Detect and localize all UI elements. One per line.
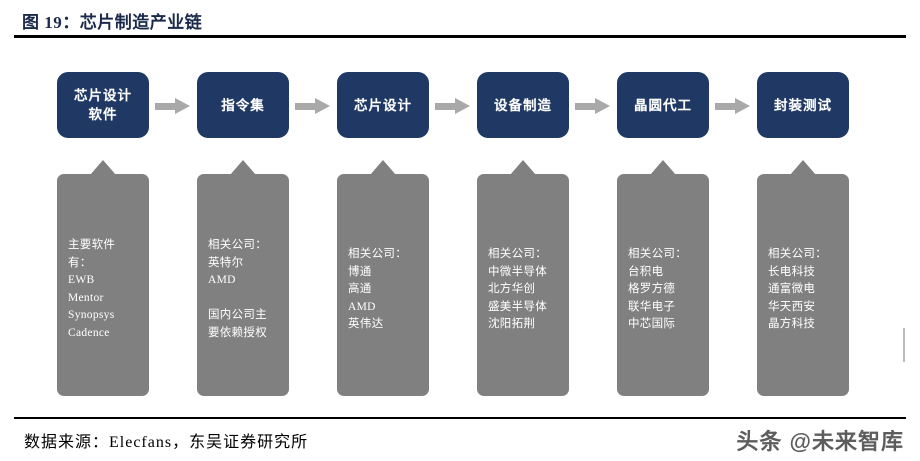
stage-box-4[interactable]: 设备制造 bbox=[477, 72, 569, 138]
panel-notch-icon-1 bbox=[90, 160, 116, 175]
detail-panel-2: 相关公司： 英特尔 AMD 国内公司主 要依赖授权 bbox=[197, 160, 289, 396]
right-arrow-icon-2 bbox=[295, 98, 331, 114]
stage-label-3: 芯片设计 bbox=[354, 97, 412, 113]
stage-label-6: 封装测试 bbox=[774, 97, 832, 113]
detail-text-2: 相关公司： 英特尔 AMD 国内公司主 要依赖授权 bbox=[208, 239, 267, 339]
stage-box-3[interactable]: 芯片设计 bbox=[337, 72, 429, 138]
detail-panel-4: 相关公司： 中微半导体 北方华创 盛美半导体 沈阳拓荆 bbox=[477, 160, 569, 396]
stage-box-6[interactable]: 封装测试 bbox=[757, 72, 849, 138]
right-arrow-icon-1 bbox=[155, 98, 191, 114]
stage-label-4: 设备制造 bbox=[494, 97, 552, 113]
panel-notch-icon-5 bbox=[650, 160, 676, 175]
stage-label-5: 晶圆代工 bbox=[634, 97, 692, 113]
detail-text-4: 相关公司： 中微半导体 北方华创 盛美半导体 沈阳拓荆 bbox=[488, 248, 547, 330]
panel-notch-icon-6 bbox=[790, 160, 816, 175]
stage-box-5[interactable]: 晶圆代工 bbox=[617, 72, 709, 138]
panel-notch-icon-2 bbox=[230, 160, 256, 175]
detail-text-5: 相关公司： 台积电 格罗方德 联华电子 中芯国际 bbox=[628, 248, 687, 330]
source-note: 数据来源：Elecfans，东吴证券研究所 bbox=[24, 434, 309, 451]
process-flow-row: 芯片设计 软件 指令集 芯片设计 设备制造 晶圆代工 封装测 bbox=[0, 72, 920, 138]
detail-text-6: 相关公司： 长电科技 通富微电 华天西安 晶方科技 bbox=[768, 248, 827, 330]
detail-panel-5: 相关公司： 台积电 格罗方德 联华电子 中芯国际 bbox=[617, 160, 709, 396]
stage-label-1: 芯片设计 软件 bbox=[74, 88, 132, 122]
stage-box-2[interactable]: 指令集 bbox=[197, 72, 289, 138]
footer-divider bbox=[14, 417, 906, 419]
panel-notch-icon-4 bbox=[510, 160, 536, 175]
page-title: 图 19：芯片制造产业链 bbox=[22, 13, 203, 32]
page-edge-artifact bbox=[903, 328, 905, 362]
detail-text-3: 相关公司： 博通 高通 AMD 英伟达 bbox=[348, 248, 407, 330]
detail-panel-6: 相关公司： 长电科技 通富微电 华天西安 晶方科技 bbox=[757, 160, 849, 396]
right-arrow-icon-3 bbox=[435, 98, 471, 114]
stage-box-1[interactable]: 芯片设计 软件 bbox=[57, 72, 149, 138]
panel-notch-icon-3 bbox=[370, 160, 396, 175]
right-arrow-icon-5 bbox=[715, 98, 751, 114]
detail-panels-row: 主要软件 有： EWB Mentor Synopsys Cadence 相关公司… bbox=[0, 160, 920, 400]
watermark: 头条 @未来智库 bbox=[736, 429, 904, 454]
right-arrow-icon-4 bbox=[575, 98, 611, 114]
title-divider bbox=[14, 35, 906, 38]
stage-label-2: 指令集 bbox=[221, 97, 265, 113]
detail-panel-1: 主要软件 有： EWB Mentor Synopsys Cadence bbox=[57, 160, 149, 396]
detail-panel-3: 相关公司： 博通 高通 AMD 英伟达 bbox=[337, 160, 429, 396]
detail-text-1: 主要软件 有： EWB Mentor Synopsys Cadence bbox=[68, 239, 116, 339]
